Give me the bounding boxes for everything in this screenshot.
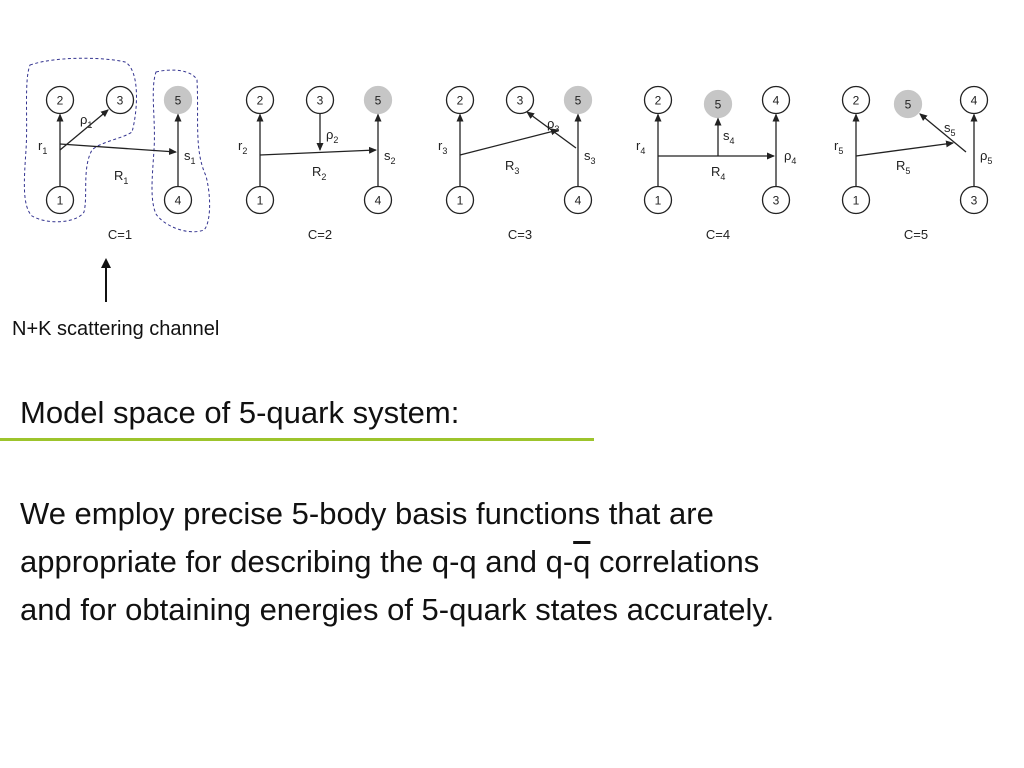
node-bottom-left: 1 <box>45 185 75 215</box>
node-top-left: 2 <box>45 85 75 115</box>
channel-caption: C=2 <box>308 227 332 242</box>
antiquark-symbol: q <box>573 544 591 579</box>
label-s: s3 <box>584 148 596 166</box>
node-bottom-right-label: 3 <box>971 194 978 208</box>
node-top-left-label: 2 <box>57 94 64 108</box>
label-rho: ρ4 <box>784 148 796 166</box>
node-bottom-right: 4 <box>363 185 393 215</box>
label-R: R4 <box>711 164 725 182</box>
node-bottom-left: 1 <box>245 185 275 215</box>
body-line-2-start: appropriate for describing the q-q and q… <box>20 544 574 579</box>
node-top-right-label: 4 <box>773 94 780 108</box>
edge-rho <box>59 109 109 151</box>
label-R: R1 <box>114 168 128 186</box>
label-r: r5 <box>834 138 843 156</box>
edge-R <box>59 143 177 156</box>
node-top-mid-label: 5 <box>905 98 912 112</box>
node-top-right: 4 <box>959 85 989 115</box>
label-rho: ρ2 <box>326 127 338 145</box>
node-top-left-label: 2 <box>457 94 464 108</box>
body-line-1: We employ precise 5-body basis functions… <box>20 496 714 531</box>
node-bottom-left-label: 1 <box>853 194 860 208</box>
node-top-left: 2 <box>841 85 871 115</box>
node-top-mid: 5 <box>893 89 923 119</box>
edge-s <box>919 113 967 153</box>
node-top-right-label: 5 <box>175 94 182 108</box>
edge-R <box>459 128 559 156</box>
label-R: R3 <box>505 158 519 176</box>
node-top-mid-label: 3 <box>117 94 124 108</box>
label-r: r2 <box>238 138 247 156</box>
node-bottom-right: 3 <box>761 185 791 215</box>
node-bottom-right-label: 4 <box>575 194 582 208</box>
node-top-mid: 3 <box>305 85 335 115</box>
label-r: r3 <box>438 138 447 156</box>
node-bottom-left-label: 1 <box>257 194 264 208</box>
node-bottom-left: 1 <box>841 185 871 215</box>
label-rho: ρ5 <box>980 148 992 166</box>
node-top-mid: 5 <box>703 89 733 119</box>
node-bottom-right-label: 4 <box>375 194 382 208</box>
node-top-right: 5 <box>163 85 193 115</box>
node-top-left: 2 <box>643 85 673 115</box>
label-r: r4 <box>636 138 645 156</box>
scattering-channel-label: N+K scattering channel <box>12 318 220 340</box>
label-R: R2 <box>312 164 326 182</box>
label-r: r1 <box>38 138 47 156</box>
label-s: s4 <box>723 128 735 146</box>
node-bottom-right-label: 3 <box>773 194 780 208</box>
cluster-outline-left <box>23 57 137 223</box>
node-top-right-label: 5 <box>375 94 382 108</box>
edge-R <box>259 146 377 156</box>
body-line-2-end: correlations <box>590 544 760 579</box>
node-top-left-label: 2 <box>257 94 264 108</box>
channel-caption: C=3 <box>508 227 532 242</box>
node-top-right-label: 4 <box>971 94 978 108</box>
node-top-mid: 3 <box>505 85 535 115</box>
node-bottom-right: 4 <box>163 185 193 215</box>
channel-caption: C=1 <box>108 227 132 242</box>
body-line-2: appropriate for describing the q-q and q… <box>20 538 1015 586</box>
node-bottom-left-label: 1 <box>655 194 662 208</box>
title-underline <box>0 438 594 441</box>
node-bottom-left-label: 1 <box>457 194 464 208</box>
section-title: Model space of 5-quark system: <box>20 395 460 430</box>
node-bottom-left: 1 <box>643 185 673 215</box>
node-top-mid-label: 5 <box>715 98 722 112</box>
label-s: s5 <box>944 120 956 138</box>
node-top-mid: 3 <box>105 85 135 115</box>
up-arrow-icon <box>101 258 111 302</box>
node-bottom-left-label: 1 <box>57 194 64 208</box>
channel-caption: C=4 <box>706 227 730 242</box>
node-top-left: 2 <box>245 85 275 115</box>
node-bottom-left: 1 <box>445 185 475 215</box>
node-top-left-label: 2 <box>853 94 860 108</box>
node-top-right-label: 5 <box>575 94 582 108</box>
node-top-mid-label: 3 <box>317 94 324 108</box>
node-top-mid-label: 3 <box>517 94 524 108</box>
node-bottom-right-label: 4 <box>175 194 182 208</box>
body-paragraph: We employ precise 5-body basis functions… <box>20 490 1015 634</box>
label-s: s1 <box>184 148 196 166</box>
node-top-right: 4 <box>761 85 791 115</box>
body-line-3: and for obtaining energies of 5-quark st… <box>20 592 775 627</box>
node-top-left: 2 <box>445 85 475 115</box>
node-bottom-right: 4 <box>563 185 593 215</box>
node-top-right: 5 <box>563 85 593 115</box>
node-top-right: 5 <box>363 85 393 115</box>
node-bottom-right: 3 <box>959 185 989 215</box>
node-top-left-label: 2 <box>655 94 662 108</box>
edge-R <box>855 140 954 157</box>
channel-caption: C=5 <box>904 227 928 242</box>
label-s: s2 <box>384 148 396 166</box>
label-rho: ρ1 <box>80 112 92 130</box>
label-R: R5 <box>896 158 910 176</box>
